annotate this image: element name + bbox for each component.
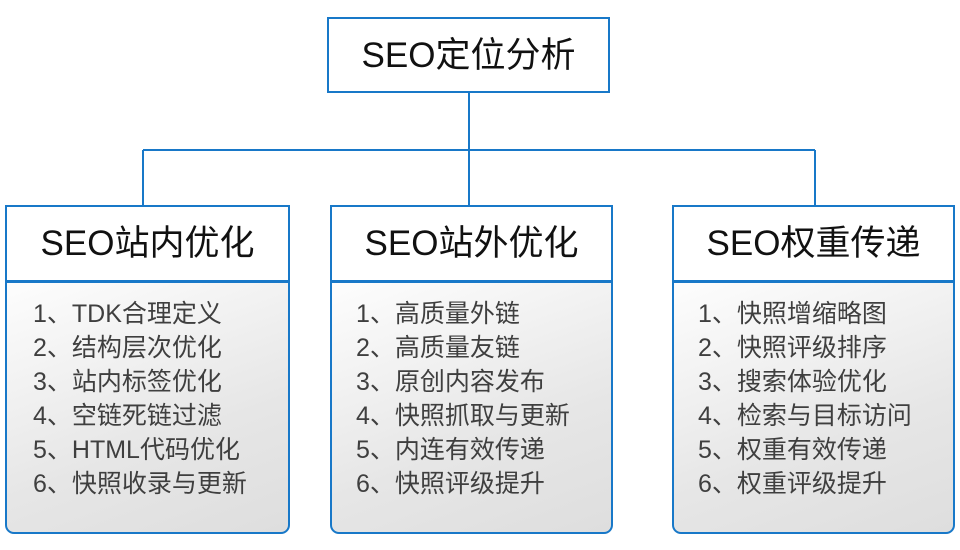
branch-title-0: SEO站内优化 (40, 224, 255, 263)
list-item: 1、高质量外链 (356, 300, 520, 328)
branch-column-seo-offsite: SEO站外优化 1、高质量外链 2、高质量友链 3、原创内容发布 4、快照抓取与… (330, 205, 613, 534)
list-item: 1、快照增缩略图 (698, 300, 887, 328)
list-item: 5、内连有效传递 (356, 436, 545, 464)
list-item: 4、空链死链过滤 (33, 402, 222, 430)
branch-item-list-1: 1、高质量外链 2、高质量友链 3、原创内容发布 4、快照抓取与更新 5、内连有… (332, 297, 570, 501)
branch-body-1: 1、高质量外链 2、高质量友链 3、原创内容发布 4、快照抓取与更新 5、内连有… (330, 282, 613, 534)
list-item: 3、原创内容发布 (356, 368, 545, 396)
list-item: 4、检索与目标访问 (698, 402, 912, 430)
list-item: 1、TDK合理定义 (33, 300, 222, 328)
branch-item-list-0: 1、TDK合理定义 2、结构层次优化 3、站内标签优化 4、空链死链过滤 5、H… (7, 297, 247, 501)
list-item: 5、HTML代码优化 (33, 436, 240, 464)
list-item: 6、权重评级提升 (698, 470, 887, 498)
branch-item-list-2: 1、快照增缩略图 2、快照评级排序 3、搜索体验优化 4、检索与目标访问 5、权… (674, 297, 912, 501)
list-item: 2、结构层次优化 (33, 334, 222, 362)
branch-title-2: SEO权重传递 (706, 224, 921, 263)
list-item: 2、快照评级排序 (698, 334, 887, 362)
list-item: 5、权重有效传递 (698, 436, 887, 464)
branch-body-2: 1、快照增缩略图 2、快照评级排序 3、搜索体验优化 4、检索与目标访问 5、权… (672, 282, 955, 534)
list-item: 4、快照抓取与更新 (356, 402, 570, 430)
root-node-title: SEO定位分析 (361, 35, 576, 75)
list-item: 6、快照收录与更新 (33, 470, 247, 498)
branch-column-seo-onsite: SEO站内优化 1、TDK合理定义 2、结构层次优化 3、站内标签优化 4、空链… (5, 205, 290, 534)
list-item: 2、高质量友链 (356, 334, 520, 362)
root-node: SEO定位分析 (327, 17, 610, 93)
branch-header-2: SEO权重传递 (672, 205, 955, 282)
branch-body-0: 1、TDK合理定义 2、结构层次优化 3、站内标签优化 4、空链死链过滤 5、H… (5, 282, 290, 534)
list-item: 3、站内标签优化 (33, 368, 222, 396)
branch-column-seo-weight: SEO权重传递 1、快照增缩略图 2、快照评级排序 3、搜索体验优化 4、检索与… (672, 205, 955, 534)
branch-title-1: SEO站外优化 (364, 224, 579, 263)
list-item: 6、快照评级提升 (356, 470, 545, 498)
branch-header-0: SEO站内优化 (5, 205, 290, 282)
branch-header-1: SEO站外优化 (330, 205, 613, 282)
list-item: 3、搜索体验优化 (698, 368, 887, 396)
